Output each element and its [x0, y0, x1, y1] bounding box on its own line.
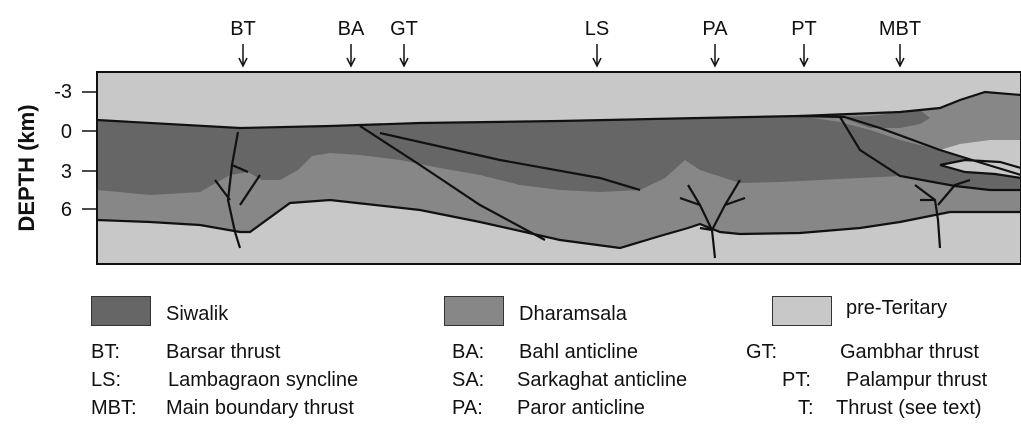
- arrow-mbt: [896, 44, 904, 66]
- label-ba: BA: [338, 18, 365, 40]
- y-axis-title: DEPTH (km): [14, 104, 39, 231]
- y-tick-label: 3: [61, 161, 72, 183]
- legend-label-pre-tertiary: pre-Teritary: [846, 297, 947, 320]
- abbr-code: T:: [798, 397, 814, 420]
- abbr-code: BT:: [91, 341, 120, 364]
- abbr-text: Paror anticline: [517, 397, 645, 420]
- label-pt: PT: [791, 18, 817, 40]
- arrow-pt: [800, 44, 808, 66]
- abbr-text: Sarkaghat anticline: [517, 369, 687, 392]
- structure-labels: BT BA GT LS PA PT MBT: [230, 18, 921, 40]
- legend-swatch-pre-tertiary: [772, 296, 832, 326]
- abbr-text: Bahl anticline: [519, 341, 638, 364]
- abbr-text: Main boundary thrust: [166, 397, 354, 420]
- arrow-bt: [239, 44, 247, 66]
- abbr-text: Thrust (see text): [836, 397, 982, 420]
- arrow-pa: [711, 44, 719, 66]
- abbr-code: LS:: [91, 369, 121, 392]
- arrow-ls: [593, 44, 601, 66]
- label-gt: GT: [390, 18, 418, 40]
- label-ls: LS: [585, 18, 609, 40]
- abbr-code: BA:: [452, 341, 484, 364]
- legend-label-dharamsala: Dharamsala: [519, 303, 627, 326]
- abbr-text: Palampur thrust: [846, 369, 987, 392]
- abbr-code: MBT:: [91, 397, 137, 420]
- y-tick-label: 0: [61, 121, 72, 143]
- arrow-gt: [400, 44, 408, 66]
- arrows: [239, 44, 904, 66]
- abbr-text: Lambagraon syncline: [168, 369, 358, 392]
- legend-label-siwalik: Siwalik: [166, 303, 228, 326]
- abbr-code: GT:: [746, 341, 777, 364]
- label-pa: PA: [702, 18, 728, 40]
- abbr-code: SA:: [452, 369, 484, 392]
- cross-section: [97, 72, 1021, 264]
- abbr-text: Barsar thrust: [166, 341, 280, 364]
- legend-swatch-siwalik: [91, 296, 151, 326]
- abbr-code: PA:: [452, 397, 483, 420]
- y-ticks: -3 0 3 6: [54, 81, 98, 221]
- label-mbt: MBT: [879, 18, 921, 40]
- y-tick-label: 6: [61, 199, 72, 221]
- abbr-text: Gambhar thrust: [840, 341, 979, 364]
- y-tick-label: -3: [54, 81, 72, 103]
- label-bt: BT: [230, 18, 256, 40]
- arrow-ba: [347, 44, 355, 66]
- abbr-code: PT:: [782, 369, 811, 392]
- legend-swatch-dharamsala: [444, 296, 504, 326]
